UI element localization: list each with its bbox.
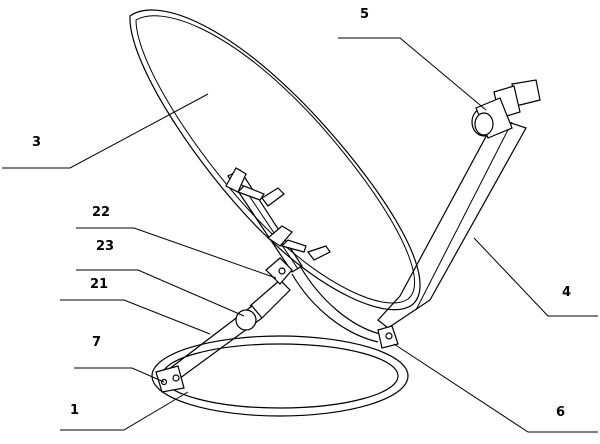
pivot-hinge	[377, 325, 399, 349]
base-clamp	[155, 365, 185, 393]
lnb-feed	[471, 79, 541, 139]
dish-reflector	[129, 9, 421, 311]
dish-mount-bracket-upper	[225, 167, 285, 207]
base-ring	[151, 335, 409, 417]
label-5: 5	[360, 7, 369, 22]
leader-4	[473, 237, 598, 317]
dish-mount-bracket-lower	[267, 225, 331, 261]
label-22: 22	[92, 205, 110, 220]
leader-5	[338, 37, 487, 111]
leader-21	[60, 299, 211, 335]
support-strut	[158, 279, 291, 385]
label-23: 23	[96, 239, 114, 254]
strut-top-joint	[265, 257, 293, 285]
label-3: 3	[32, 135, 41, 150]
feed-arm	[291, 117, 527, 343]
leader-23	[76, 269, 245, 317]
label-6: 6	[556, 405, 565, 420]
leader-7	[74, 367, 165, 383]
leader-22	[76, 227, 277, 279]
leader-lines	[2, 37, 598, 433]
reference-numerals: 3 5 4 22 23 21 7 1 6	[32, 7, 571, 420]
label-21: 21	[90, 277, 108, 292]
label-7: 7	[92, 335, 101, 350]
leader-1	[60, 391, 189, 431]
leader-6	[393, 343, 598, 433]
label-4: 4	[562, 285, 571, 300]
leader-3	[2, 93, 209, 169]
label-1: 1	[70, 403, 79, 418]
